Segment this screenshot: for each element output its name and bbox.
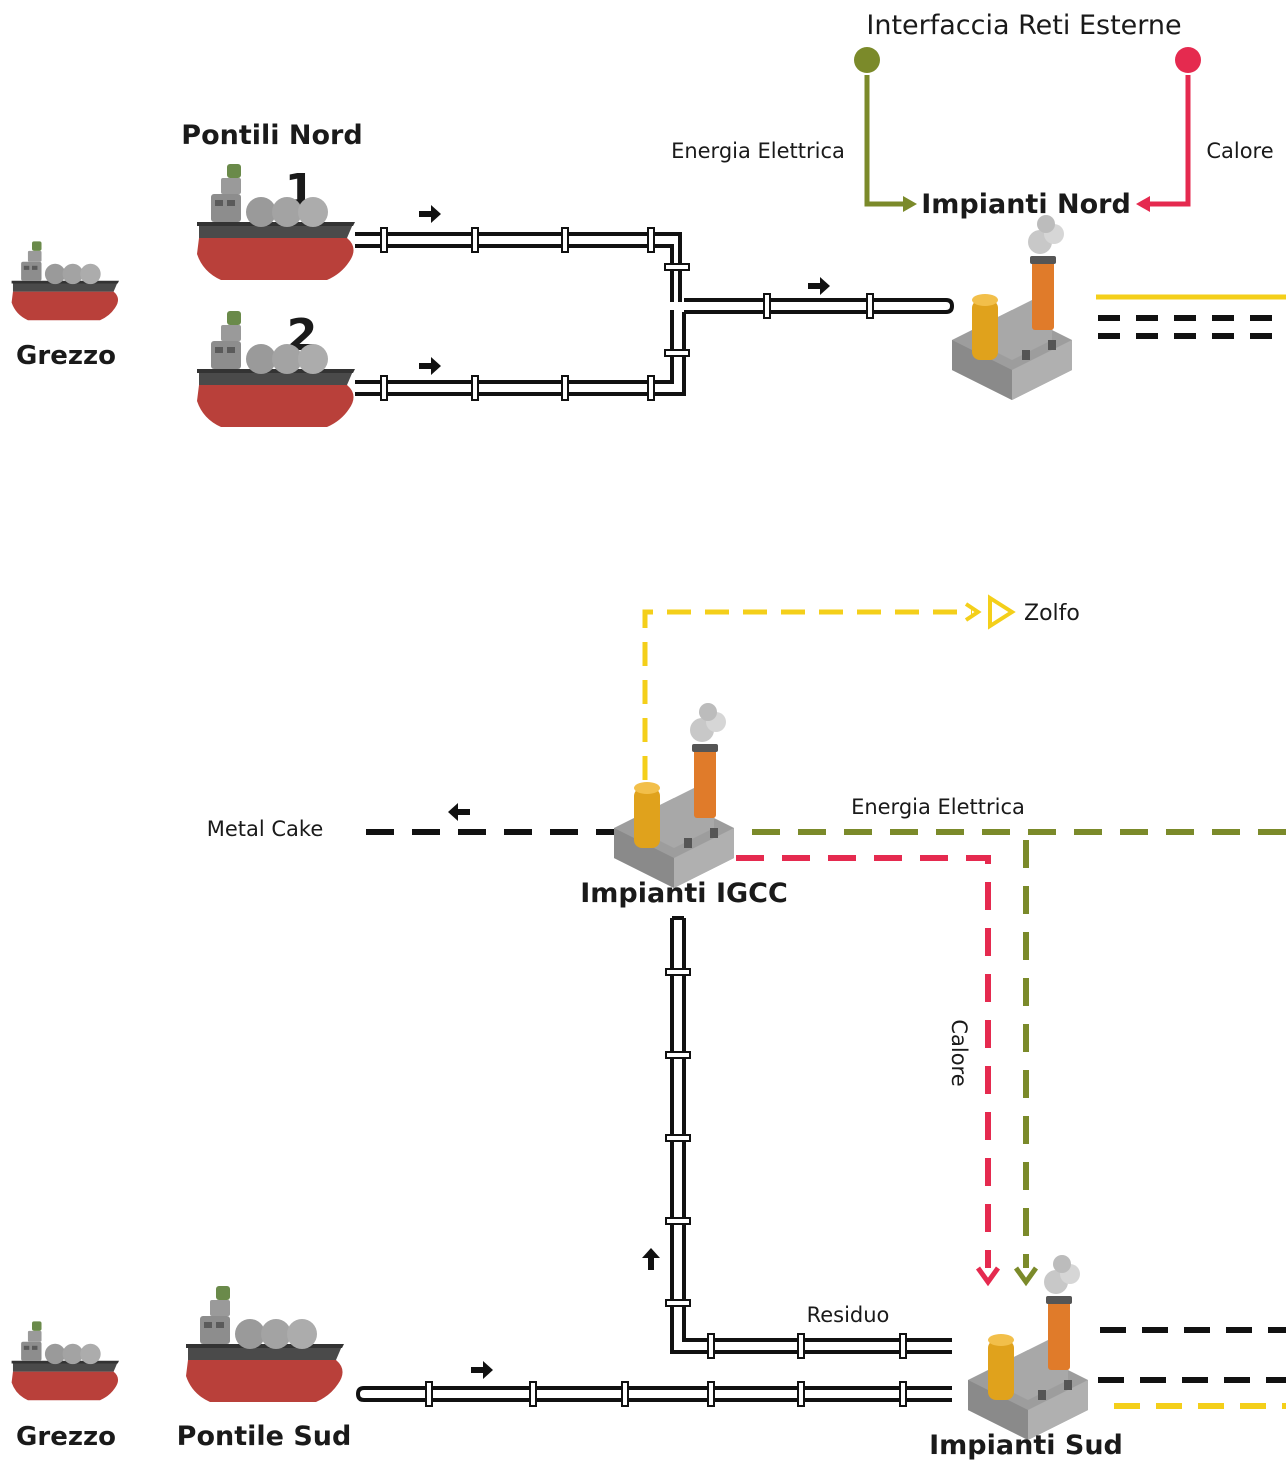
pipeline-joints-vertical xyxy=(665,968,907,1359)
electric-feed-arrow-icon xyxy=(903,196,917,212)
heat-top-label: Calore xyxy=(1206,139,1273,163)
heat-network-node xyxy=(1175,47,1201,73)
crude-ship-top-icon xyxy=(11,241,120,321)
north-piers-label: Pontili Nord xyxy=(181,120,362,151)
south-plants-label: Impianti Sud xyxy=(929,1430,1123,1461)
pipeline-joints-bottom xyxy=(425,1381,907,1407)
crude-bottom-label: Grezzo xyxy=(16,1422,116,1452)
north-plants-label: Impianti Nord xyxy=(921,189,1131,220)
flow-arrow-icon xyxy=(419,357,441,375)
sulfur-label: Zolfo xyxy=(1024,601,1080,626)
igcc-factory-icon xyxy=(614,703,734,888)
south-pier-pipeline xyxy=(355,1386,952,1402)
south-pier-ship-icon xyxy=(186,1286,344,1402)
pier-2-ship-icon xyxy=(197,311,355,427)
energy-top-label: Energia Elettrica xyxy=(671,139,845,163)
north-plants-factory-icon xyxy=(952,215,1072,400)
flow-arrow-icon xyxy=(419,205,441,223)
flow-arrow-icon xyxy=(471,1361,493,1379)
pipeline-joints-top xyxy=(380,227,874,401)
heat-line xyxy=(736,855,991,1268)
energy-down-arrow-icon xyxy=(1013,1266,1039,1287)
heat-vertical-label: Calore xyxy=(947,1019,971,1086)
pier-1-ship-icon xyxy=(197,164,355,280)
north-trunk-pipeline xyxy=(684,298,955,314)
external-networks-title: Interfaccia Reti Esterne xyxy=(866,10,1181,41)
igcc-plants-label: Impianti IGCC xyxy=(580,878,788,909)
sulfur-line xyxy=(642,609,972,780)
heat-feed-line xyxy=(1148,75,1191,207)
residue-up-arrow-icon xyxy=(642,1248,660,1270)
residue-vertical-pipeline xyxy=(670,916,952,1354)
residue-label: Residuo xyxy=(807,1303,890,1327)
crude-ship-bottom-icon xyxy=(11,1321,120,1401)
flow-arrow-icon xyxy=(808,277,830,295)
metal-cake-arrow-icon xyxy=(448,803,470,821)
heat-feed-arrow-icon xyxy=(1136,196,1150,212)
electric-network-node xyxy=(854,47,880,73)
metal-cake-label: Metal Cake xyxy=(207,817,324,841)
south-pier-label: Pontile Sud xyxy=(177,1421,352,1452)
electric-feed-line xyxy=(864,75,905,207)
sulfur-output-icon xyxy=(964,594,1016,630)
crude-top-label: Grezzo xyxy=(16,341,116,371)
pier-2-pipeline xyxy=(355,310,686,396)
heat-down-arrow-icon xyxy=(975,1266,1001,1287)
pier-1-pipeline xyxy=(355,232,682,302)
energy-mid-label: Energia Elettrica xyxy=(851,795,1025,819)
